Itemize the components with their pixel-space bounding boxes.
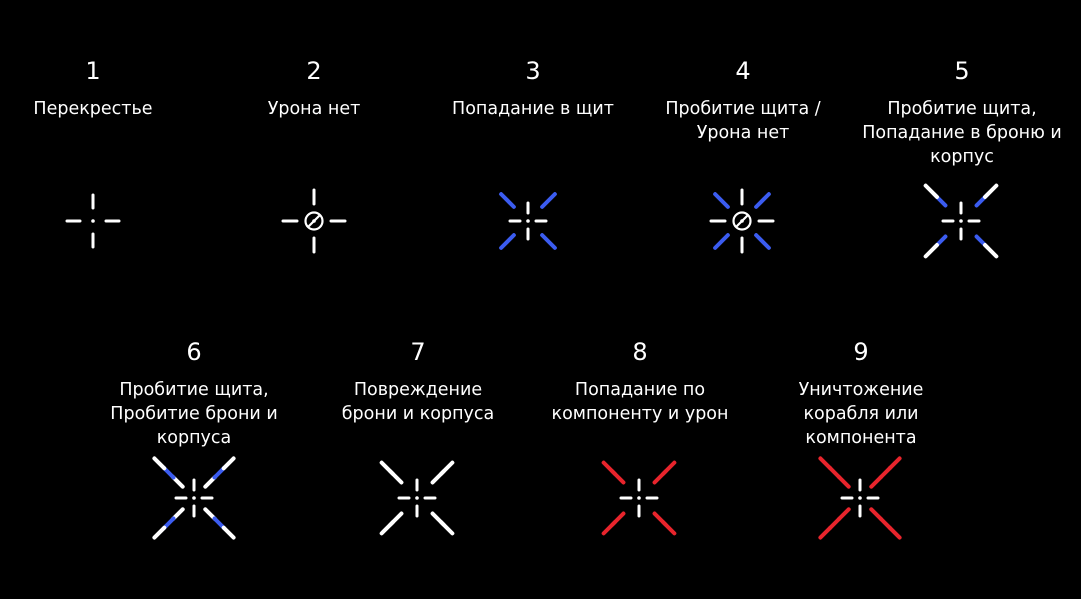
hit-indicator-white (221, 525, 236, 540)
item-number: 4 (735, 57, 751, 85)
hit-indicator-white (152, 525, 167, 540)
item-label: Пробитие щита, Попадание в броню и корпу… (862, 99, 1062, 167)
hit-indicator-white (152, 456, 167, 471)
item-9: 9 Уничтожение корабля или компонента (746, 338, 976, 450)
item-number: 1 (85, 57, 101, 85)
hit-indicator-white (379, 460, 395, 476)
item-2: 2 Урона нет (199, 57, 429, 121)
hit-indicator-red (818, 456, 833, 471)
hit-indicator-blue (499, 233, 516, 250)
hit-indicator-red (818, 525, 833, 540)
item-label: Попадание в щит (452, 99, 614, 119)
hit-indicator-blue (713, 233, 730, 250)
hit-indicator-white (983, 183, 999, 199)
component-hit-reticle-icon (601, 460, 677, 536)
hit-indicator-red (887, 456, 902, 471)
hit-indicator-white (439, 460, 455, 476)
item-number: 2 (306, 57, 322, 85)
shield-penetration-no-damage-reticle-icon (709, 188, 775, 254)
item-7: 7 Повреждение брони и корпуса (303, 338, 533, 426)
item-label: Повреждение брони и корпуса (341, 380, 495, 424)
item-1: 1 Перекрестье (0, 57, 208, 121)
no-damage-reticle-icon (281, 188, 347, 254)
item-label: Урона нет (267, 99, 361, 119)
center-dot (526, 219, 530, 223)
armor-hull-penetration-reticle-icon (152, 456, 236, 540)
item-number: 3 (525, 57, 541, 85)
hit-indicator-white (439, 520, 455, 536)
crosshair-reticle-icon (65, 193, 121, 249)
hit-indicator-blue (713, 192, 730, 209)
item-4: 4 Пробитие щита / Урона нет (628, 57, 858, 145)
item-number: 7 (410, 338, 426, 366)
shield-hit-reticle-icon (499, 192, 557, 250)
item-label: Перекрестье (33, 99, 153, 119)
item-8: 8 Попадание по компоненту и урон (525, 338, 755, 426)
armor-hull-damage-reticle-icon (379, 460, 455, 536)
no-damage-circle-icon (732, 211, 752, 231)
hit-indicator-white (221, 456, 236, 471)
center-dot (415, 496, 419, 500)
hit-indicator-white (983, 243, 999, 259)
item-5: 5 Пробитие щита, Попадание в броню и кор… (847, 57, 1077, 169)
center-dot (858, 496, 862, 500)
hit-indicator-red (601, 460, 617, 476)
item-label: Уничтожение корабля или компонента (798, 380, 924, 448)
center-dot (959, 219, 963, 223)
item-label: Пробитие щита / Урона нет (665, 99, 821, 143)
no-damage-slash-icon (307, 214, 321, 228)
hit-indicator-blue (754, 233, 771, 250)
item-number: 9 (853, 338, 869, 366)
item-number: 5 (954, 57, 970, 85)
item-6: 6 Пробитие щита, Пробитие брони и корпус… (79, 338, 309, 450)
hit-indicator-white (379, 520, 395, 536)
hit-indicator-red (661, 520, 677, 536)
item-label: Попадание по компоненту и урон (551, 380, 729, 424)
no-damage-slash-icon (735, 214, 749, 228)
hit-indicator-red (661, 460, 677, 476)
hit-indicator-white (923, 243, 939, 259)
item-3: 3 Попадание в щит (418, 57, 648, 121)
hit-indicator-blue (540, 192, 557, 209)
item-number: 6 (186, 338, 202, 366)
hit-indicator-blue (754, 192, 771, 209)
center-dot (637, 496, 641, 500)
center-dot (192, 496, 196, 500)
hit-indicator-red (887, 525, 902, 540)
item-number: 8 (632, 338, 648, 366)
hit-indicator-white (923, 183, 939, 199)
no-damage-circle-icon (304, 211, 324, 231)
armor-hull-hit-reticle-icon (923, 183, 999, 259)
hit-indicator-red (601, 520, 617, 536)
destroyed-reticle-icon (818, 456, 902, 540)
center-dot (91, 219, 95, 223)
hit-indicator-blue (540, 233, 557, 250)
item-label: Пробитие щита, Пробитие брони и корпуса (110, 380, 278, 448)
hit-indicator-blue (499, 192, 516, 209)
